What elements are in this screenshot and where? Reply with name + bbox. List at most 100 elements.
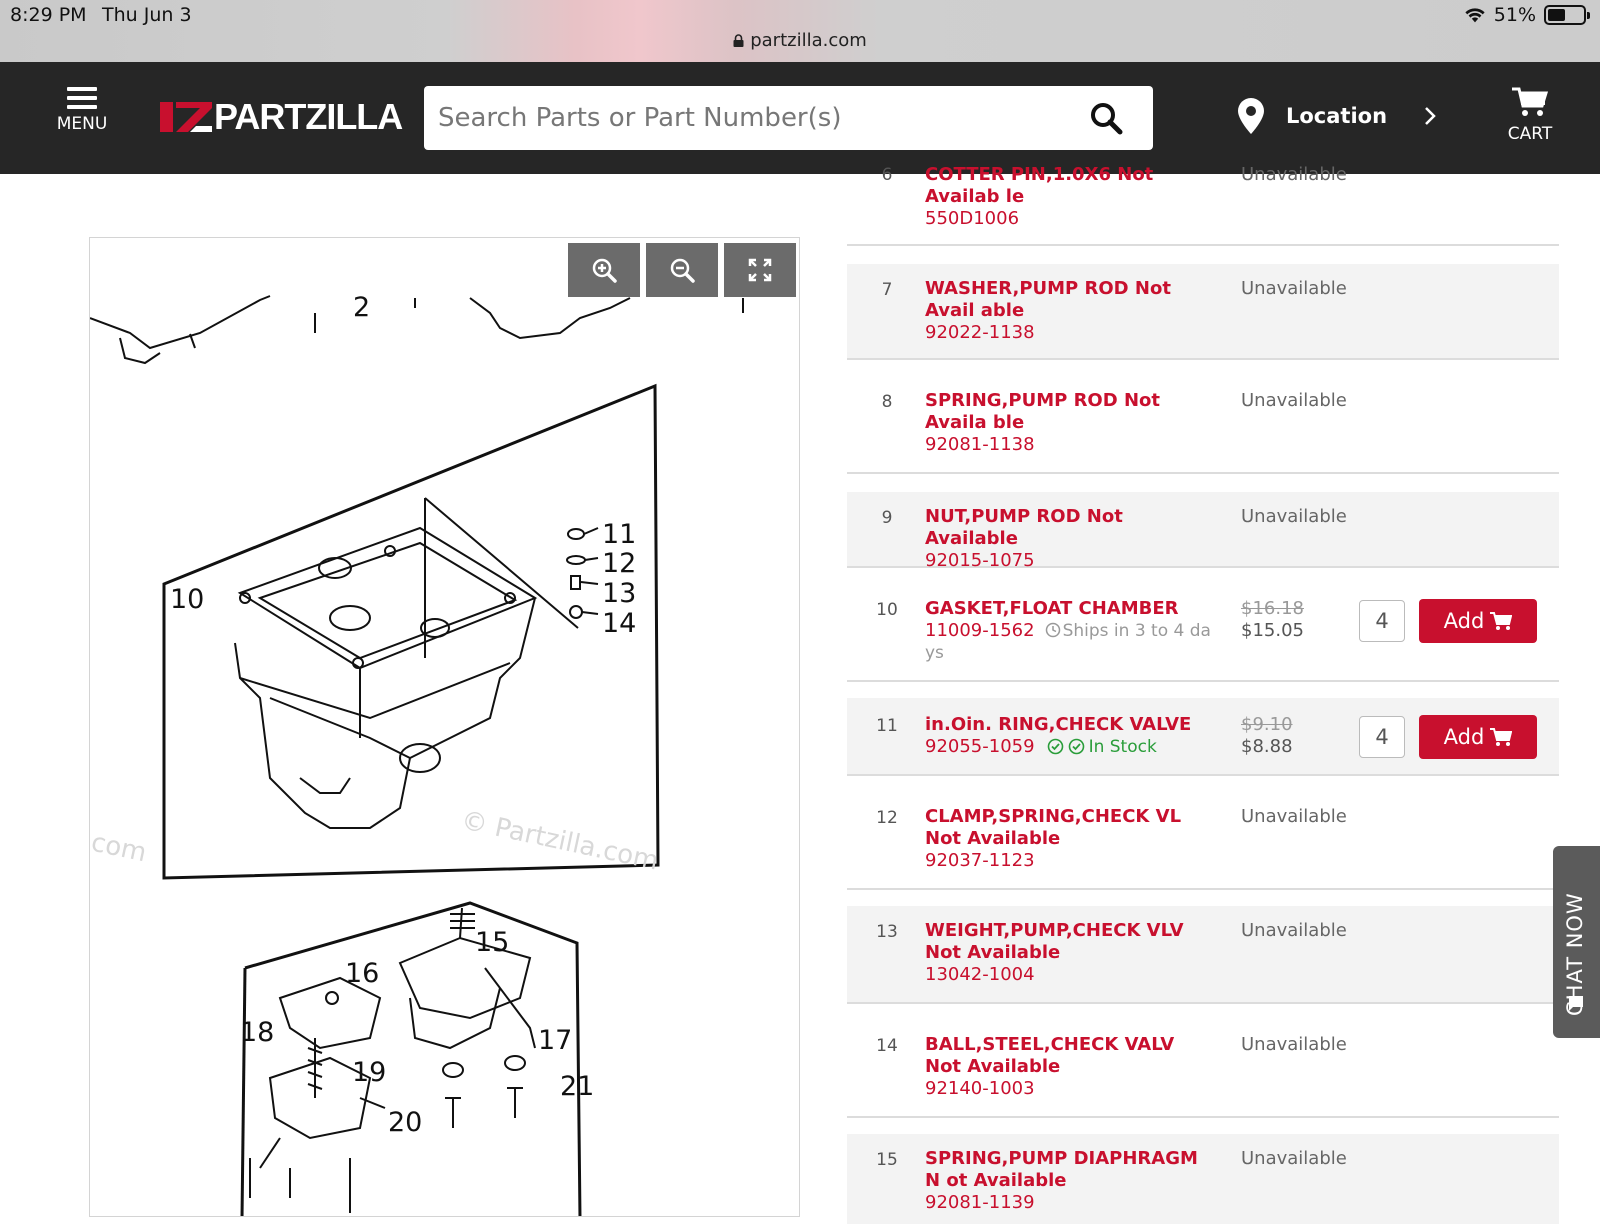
- parts-diagram[interactable]: 2 10 11 12 13 14 15 16 17 18 19 20 21 © …: [89, 237, 800, 1217]
- part-number-index: 6: [881, 165, 893, 185]
- part-row-7: 7 WASHER,PUMP ROD Not Avail able 92022-1…: [847, 264, 1559, 360]
- original-price: $16.18: [1241, 598, 1304, 619]
- callout-21: 21: [560, 1071, 594, 1102]
- status-time: 8:29 PM: [10, 4, 87, 26]
- add-to-cart-button[interactable]: Add: [1419, 715, 1537, 759]
- zoom-out-button[interactable]: [646, 243, 718, 297]
- search-input[interactable]: [438, 86, 1058, 150]
- part-row-6: 6 COTTER PIN,1.0X6 Not Availab le 550D10…: [847, 120, 1559, 246]
- cart-icon: [1490, 612, 1513, 630]
- part-sku: 92022-1138: [925, 322, 1035, 343]
- cart-icon: [1512, 87, 1548, 116]
- url-text: partzilla.com: [750, 30, 867, 51]
- part-row-14: 14 BALL,STEEL,CHECK VALV Not Available 9…: [847, 1004, 1559, 1118]
- wifi-icon: [1465, 8, 1485, 23]
- availability-status: Unavailable: [1241, 1148, 1347, 1169]
- availability-status: Unavailable: [1241, 278, 1347, 299]
- part-number-index: 12: [876, 808, 898, 828]
- zoom-in-button[interactable]: [568, 243, 640, 297]
- watermark-fragment: com: [90, 828, 149, 869]
- partzilla-logo[interactable]: PARTZILLA: [160, 96, 403, 138]
- part-name: BALL,STEEL,CHECK VALV Not Available: [925, 1034, 1175, 1077]
- part-number-index: 10: [876, 600, 898, 620]
- status-bar: 8:29 PM Thu Jun 3 51% partzilla.com: [0, 0, 1600, 62]
- part-name-link[interactable]: NUT,PUMP ROD Not Available 92015-1075: [925, 506, 1210, 572]
- cart-button[interactable]: CART: [1500, 86, 1560, 144]
- callout-18: 18: [240, 1017, 274, 1048]
- part-sku: 92140-1003: [925, 1078, 1035, 1099]
- sale-price: $8.88: [1241, 736, 1293, 757]
- part-name-link[interactable]: SPRING,PUMP ROD Not Availa ble 92081-113…: [925, 390, 1210, 456]
- part-number-index: 7: [881, 280, 893, 300]
- chat-bubble-icon: [1569, 996, 1583, 1011]
- url-bar[interactable]: partzilla.com: [0, 30, 1600, 51]
- part-name-link[interactable]: WASHER,PUMP ROD Not Avail able 92022-113…: [925, 278, 1210, 344]
- availability-status: Unavailable: [1241, 920, 1347, 941]
- callout-13: 13: [602, 578, 636, 609]
- part-name: NUT,PUMP ROD Not Available: [925, 506, 1123, 549]
- search-icon[interactable]: [1089, 101, 1123, 135]
- callout-15: 15: [475, 927, 509, 958]
- part-row-12: 12 CLAMP,SPRING,CHECK VL Not Available 9…: [847, 776, 1559, 890]
- fullscreen-button[interactable]: [724, 243, 796, 297]
- status-indicators: 51%: [1464, 4, 1590, 26]
- menu-button[interactable]: MENU: [52, 86, 112, 134]
- availability-status: Unavailable: [1241, 506, 1347, 527]
- zoom-out-icon: [670, 258, 695, 283]
- part-name: GASKET,FLOAT CHAMBER: [925, 598, 1179, 619]
- part-row-8: 8 SPRING,PUMP ROD Not Availa ble 92081-1…: [847, 360, 1559, 474]
- callout-17: 17: [538, 1025, 572, 1056]
- availability-status: Unavailable: [1241, 164, 1347, 185]
- part-number-index: 13: [876, 922, 898, 942]
- part-name-link[interactable]: WEIGHT,PUMP,CHECK VLV Not Available 1304…: [925, 920, 1210, 986]
- cart-icon: [1490, 728, 1513, 746]
- part-row-15: 15 SPRING,PUMP DIAPHRAGM N ot Available …: [847, 1134, 1559, 1224]
- map-pin-icon: [1238, 98, 1264, 134]
- callout-12: 12: [602, 548, 636, 579]
- part-name-link[interactable]: CLAMP,SPRING,CHECK VL Not Available 9203…: [925, 806, 1210, 872]
- quantity-input[interactable]: 4: [1359, 716, 1405, 758]
- part-sku: 92055-1059: [925, 736, 1035, 757]
- original-price: $9.10: [1241, 714, 1293, 735]
- cart-label: CART: [1507, 124, 1553, 144]
- part-name: COTTER PIN,1.0X6 Not Availab le: [925, 164, 1154, 207]
- part-name-link[interactable]: SPRING,PUMP DIAPHRAGM N ot Available 920…: [925, 1148, 1210, 1214]
- chevron-right-icon: [1425, 107, 1436, 125]
- callout-11: 11: [602, 519, 636, 550]
- part-row-9: 9 NUT,PUMP ROD Not Available 92015-1075 …: [847, 492, 1559, 571]
- logo-mark-icon: [160, 102, 212, 132]
- add-label: Add: [1443, 609, 1485, 633]
- part-name: CLAMP,SPRING,CHECK VL Not Available: [925, 806, 1182, 849]
- lock-icon: [733, 34, 744, 47]
- hamburger-icon: [67, 87, 97, 109]
- callout-16: 16: [345, 958, 379, 989]
- callout-20: 20: [388, 1107, 422, 1138]
- part-name-link[interactable]: BALL,STEEL,CHECK VALV Not Available 9214…: [925, 1034, 1210, 1100]
- site-header: MENU PARTZILLA Location C: [0, 62, 1600, 174]
- quantity-input[interactable]: 4: [1359, 600, 1405, 642]
- menu-label: MENU: [56, 114, 108, 134]
- expand-icon: [748, 258, 772, 282]
- location-selector[interactable]: Location: [1238, 98, 1437, 134]
- part-name-link[interactable]: COTTER PIN,1.0X6 Not Availab le 550D1006: [925, 164, 1210, 230]
- chat-now-tab[interactable]: CHAT NOW: [1553, 846, 1600, 1038]
- part-name: WEIGHT,PUMP,CHECK VLV Not Available: [925, 920, 1184, 963]
- part-name: SPRING,PUMP DIAPHRAGM N ot Available: [925, 1148, 1198, 1191]
- callout-2: 2: [353, 292, 370, 323]
- status-date: Thu Jun 3: [102, 4, 192, 26]
- add-to-cart-button[interactable]: Add: [1419, 599, 1537, 643]
- logo-text: PARTZILLA: [214, 96, 403, 137]
- part-name: SPRING,PUMP ROD Not Availa ble: [925, 390, 1160, 433]
- availability-status: Unavailable: [1241, 390, 1347, 411]
- part-number-index: 8: [881, 392, 893, 412]
- availability-status: Unavailable: [1241, 806, 1347, 827]
- availability-status: Unavailable: [1241, 1034, 1347, 1055]
- part-name: WASHER,PUMP ROD Not Avail able: [925, 278, 1171, 321]
- callout-10: 10: [170, 584, 204, 615]
- stock-status: In Stock: [1088, 737, 1157, 757]
- watermark: © Partzilla.com: [459, 806, 661, 877]
